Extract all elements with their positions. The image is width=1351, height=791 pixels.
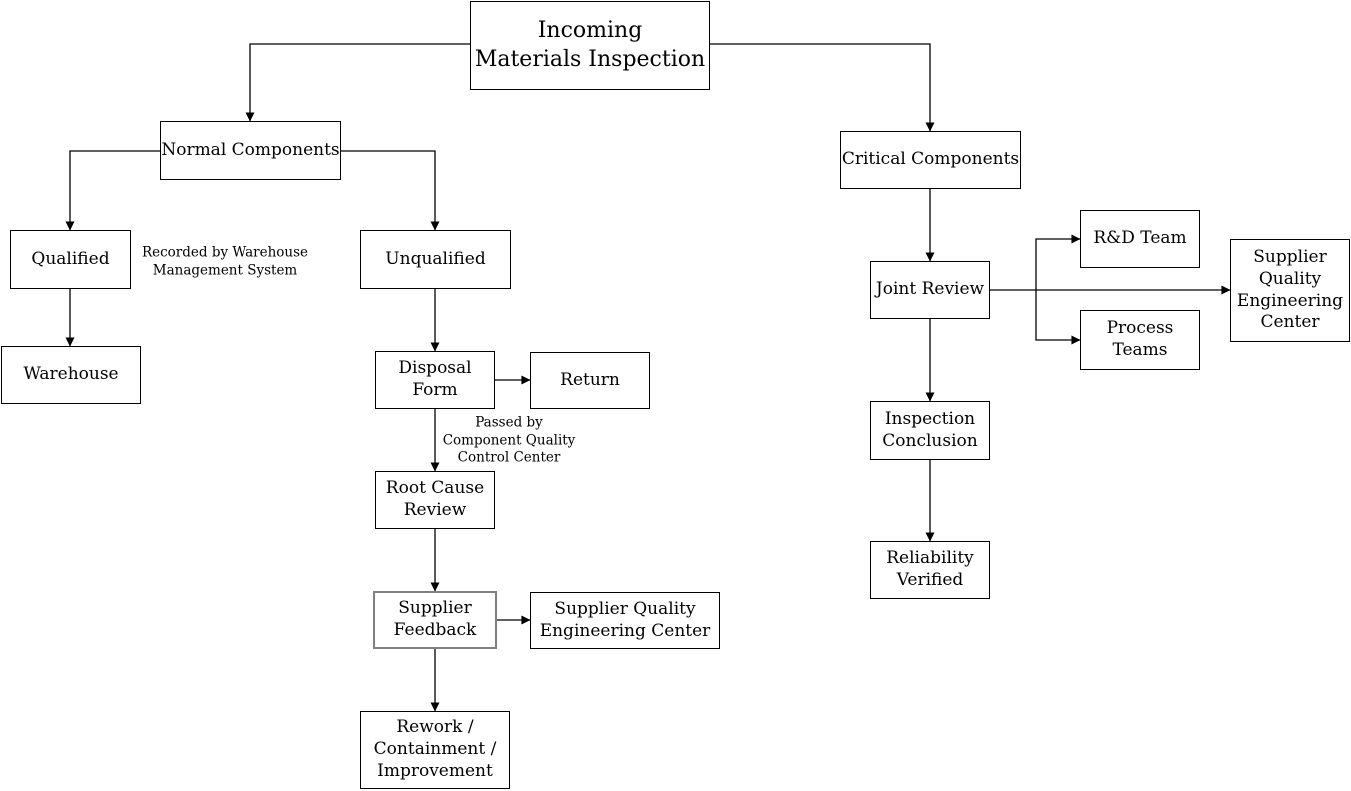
flow-node-rework-containment-improvement: Rework / Containment / Improvement bbox=[360, 711, 510, 789]
flow-node-process-teams: Process Teams bbox=[1080, 310, 1200, 370]
edge-incoming-to-normal bbox=[245, 43, 470, 122]
flow-node-normal-components: Normal Components bbox=[160, 121, 341, 180]
note-passed-by-cqcc: Passed by Component Quality Control Cent… bbox=[442, 414, 576, 466]
flow-node-rnd-team: R&D Team bbox=[1080, 210, 1200, 268]
edge-joint-review-to-rnd-team bbox=[1035, 234, 1081, 290]
flow-node-return: Return bbox=[530, 352, 650, 409]
flow-node-reliability-verified: Reliability Verified bbox=[870, 541, 990, 599]
flow-node-disposal-form: Disposal Form bbox=[375, 351, 495, 409]
flow-node-critical-components: Critical Components bbox=[840, 131, 1021, 189]
flow-node-supplier-feedback: Supplier Feedback bbox=[373, 591, 497, 649]
edge-incoming-to-critical bbox=[710, 43, 935, 132]
flow-node-qualified: Qualified bbox=[10, 230, 131, 289]
edge-normal-to-qualified bbox=[65, 150, 160, 231]
edge-joint-review-to-process-teams bbox=[1035, 290, 1081, 345]
flow-node-warehouse: Warehouse bbox=[1, 346, 141, 404]
flow-node-supplier-quality-engineering-center-right: Supplier Quality Engineering Center bbox=[1230, 239, 1350, 342]
flow-node-joint-review: Joint Review bbox=[870, 261, 990, 319]
flow-node-unqualified: Unqualified bbox=[360, 230, 511, 289]
edge-group bbox=[65, 43, 1231, 712]
note-recorded-by-warehouse: Recorded by Warehouse Management System bbox=[141, 244, 309, 278]
flow-node-inspection-conclusion: Inspection Conclusion bbox=[870, 401, 990, 460]
flow-node-root-cause-review: Root Cause Review bbox=[375, 471, 495, 529]
edge-normal-to-unqualified bbox=[341, 150, 440, 231]
flow-node-supplier-quality-engineering-center-left: Supplier Quality Engineering Center bbox=[530, 592, 720, 649]
flow-node-incoming-materials-inspection: Incoming Materials Inspection bbox=[470, 1, 710, 90]
